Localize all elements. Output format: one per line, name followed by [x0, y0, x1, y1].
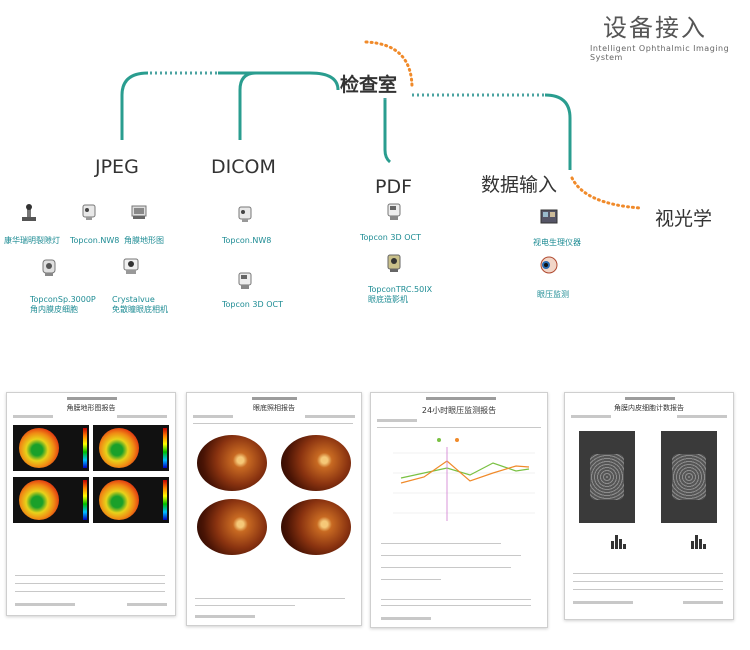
- category-optometry: 视光学: [655, 208, 713, 230]
- page-title: 设备接入: [603, 14, 707, 42]
- page-subtitle: Intelligent Ophthalmic Imaging System: [590, 44, 730, 62]
- connector-orange-optometry: [570, 176, 642, 210]
- connector-pdf: [383, 100, 391, 164]
- topo-map: [93, 477, 169, 523]
- report-iop: 24小时眼压监测报告: [370, 392, 548, 628]
- report-topography: 角膜地形图报告: [6, 392, 176, 616]
- angiography-icon: [387, 254, 401, 272]
- crystalvue-camera-icon: [123, 258, 139, 274]
- report-endothelium: 角膜内皮细胞计数报告: [564, 392, 734, 620]
- endothelium-image: [579, 431, 635, 523]
- eyeball-icon: [540, 256, 558, 274]
- category-dicom: DICOM: [211, 156, 276, 178]
- topographer-icon: [131, 205, 147, 219]
- slit-lamp-icon: [22, 204, 36, 221]
- connector-dicom-drop: [238, 71, 257, 140]
- device-label-crystalvue: Crystalvue 免散瞳眼底相机: [112, 295, 168, 314]
- device-label-iop: 眼压监测: [537, 290, 569, 299]
- fundus-camera-icon: [238, 206, 252, 222]
- device-label-electrophysiology: 视电生理仪器: [533, 238, 581, 247]
- fundus-photo: [281, 499, 351, 555]
- fundus-photo: [281, 435, 351, 491]
- device-label-slit-lamp: 康华瑞明裂隙灯: [4, 236, 60, 245]
- topo-map: [13, 425, 89, 471]
- specular-microscope-icon: [42, 259, 56, 276]
- endothelium-image: [661, 431, 717, 523]
- connection-diagram: [120, 40, 642, 210]
- category-jpeg: JPEG: [95, 156, 139, 178]
- electrophysiology-icon: [540, 209, 558, 224]
- device-label-topographer: 角膜地形图: [124, 236, 164, 245]
- topo-map: [13, 477, 89, 523]
- fundus-photo: [197, 499, 267, 555]
- report-fundus: 眼底照相报告: [186, 392, 362, 626]
- connector-data-input: [544, 93, 572, 170]
- device-label-nw8: Topcon.NW8: [70, 236, 120, 245]
- device-label-trc50ix: TopconTRC.50IX 眼底造影机: [368, 285, 433, 304]
- device-label-dicom-nw8: Topcon.NW8: [222, 236, 272, 245]
- device-label-dicom-oct: Topcon 3D OCT: [222, 300, 283, 309]
- iop-chart: [393, 438, 535, 521]
- oct-icon: [387, 203, 401, 220]
- oct-icon: [238, 272, 252, 289]
- category-pdf: PDF: [375, 176, 413, 198]
- hub-exam-room: 检查室: [340, 74, 398, 96]
- device-label-sp3000p: TopconSp.3000P 角内膜皮细胞: [30, 295, 96, 314]
- connector-orange-top: [364, 40, 414, 90]
- fundus-camera-icon: [82, 204, 96, 220]
- fundus-photo: [197, 435, 267, 491]
- connector-dicom: [218, 71, 340, 91]
- device-label-pdf-oct: Topcon 3D OCT: [360, 233, 421, 242]
- category-data-input: 数据输入: [481, 174, 558, 196]
- topo-map: [93, 425, 169, 471]
- histogram: [611, 535, 706, 549]
- connector-jpeg: [120, 71, 149, 140]
